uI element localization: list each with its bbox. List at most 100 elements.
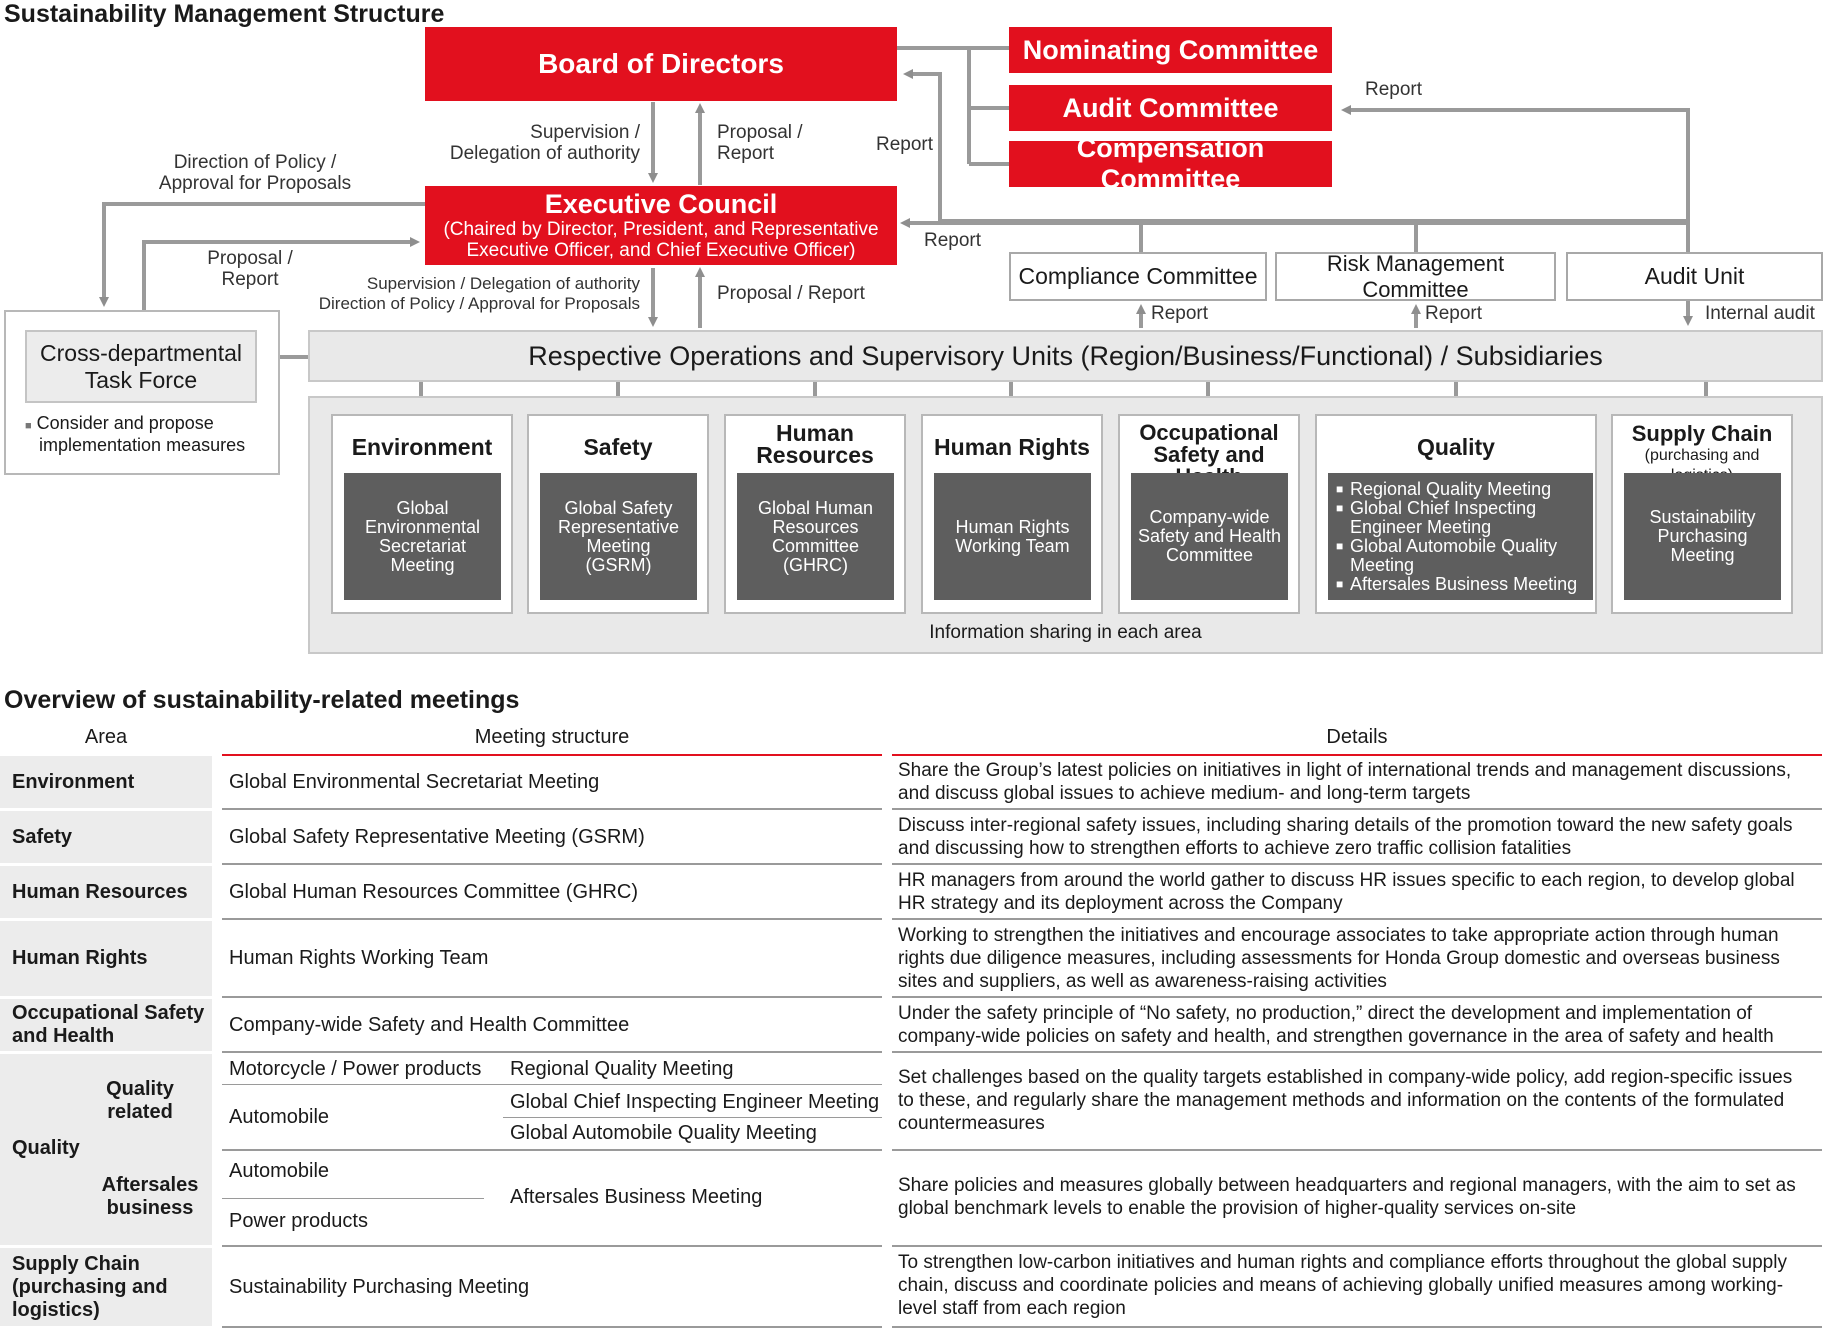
meeting-gaqm: Global Automobile Quality Meeting [510, 1121, 817, 1144]
area-cell-rights: Human Rights [0, 921, 212, 996]
meeting-line: Meeting [390, 554, 455, 575]
row-rule [222, 1051, 882, 1053]
risk-management-committee: Risk Management Committee [1275, 251, 1556, 302]
area-cell-osh: Occupational Safety and Health [0, 999, 212, 1051]
label-supervision-1b: Delegation of authority [449, 143, 640, 164]
details-quality-related: Set challenges based on the quality targ… [898, 1066, 1823, 1135]
row-rule [222, 1326, 882, 1328]
area-cell-supply: Supply Chain (purchasing and logistics) [0, 1248, 212, 1326]
details-line: to these, and regularly share the manage… [898, 1090, 1785, 1111]
quality-related-label: Quality related [80, 1078, 200, 1124]
meeting-gcie: Global Chief Inspecting Engineer Meeting [510, 1090, 880, 1113]
meeting-hr: Global Human Resources Committee (GHRC) [229, 880, 639, 903]
task-force-name1: Cross-departmental [40, 339, 242, 366]
label-proposal-2a: Proposal / [207, 248, 293, 269]
nominating-committee: Nominating Committee [1009, 27, 1332, 73]
row-rule [222, 1084, 882, 1085]
label-report-committees: Report [1365, 79, 1423, 100]
header-rule [892, 754, 1822, 756]
area-meeting-box: Global Human Resources Committee (GHRC) [737, 473, 894, 600]
details-supply: To strengthen low-carbon initiatives and… [898, 1251, 1823, 1320]
label-proposal-2: Proposal / Report [190, 248, 310, 290]
label-supervision-2: Supervision / Delegation of authority Di… [290, 274, 640, 314]
details-aftersales: Share policies and measures globally bet… [898, 1174, 1823, 1220]
area-title-line2: Resources [756, 442, 874, 468]
board-of-directors: Board of Directors [425, 27, 897, 101]
area-human-rights: Human Rights Human Rights Working Team [921, 414, 1103, 614]
meeting-line: Meeting [1670, 545, 1735, 565]
row-rule [222, 863, 882, 865]
area-title-line1: Human [776, 420, 854, 446]
area-cell-supply-line3: logistics) [12, 1298, 100, 1321]
aftersales-label: Aftersales business [90, 1174, 210, 1220]
meeting-line: Meeting [586, 535, 651, 556]
area-title: Human Resources [726, 420, 904, 468]
details-line: To strengthen low-carbon initiatives and… [898, 1252, 1787, 1273]
label-proposal-1a: Proposal / [717, 122, 803, 143]
area-meeting-box: Human Rights Working Team [934, 473, 1091, 600]
area-cell-environment: Environment [0, 756, 212, 808]
row-rule [222, 808, 882, 810]
bullet-icon: ■ [25, 420, 32, 432]
quality-item-cont: Meeting [1350, 554, 1415, 575]
details-line: Under the safety principle of “No safety… [898, 1003, 1753, 1024]
details-hr: HR managers from around the world gather… [898, 869, 1823, 915]
label-supervision-1a: Supervision / [530, 122, 640, 143]
meeting-auto1: Automobile [229, 1105, 330, 1128]
meeting-osh: Company-wide Safety and Health Committee [229, 1013, 630, 1036]
details-line: sites and suppliers, as well as awarenes… [898, 971, 1387, 992]
meeting-line: Global [396, 497, 449, 518]
diagram-title: Sustainability Management Structure [4, 0, 445, 28]
area-title-line1: Supply Chain [1631, 421, 1773, 446]
details-line: global benchmark levels to enable the pr… [898, 1198, 1577, 1219]
meeting-aftersales: Aftersales Business Meeting [510, 1185, 763, 1208]
area-safety: Safety Global Safety Representative Meet… [527, 414, 709, 614]
row-rule [892, 863, 1822, 865]
row-rule [222, 1245, 882, 1247]
details-env: Share the Group’s latest policies on ini… [898, 759, 1823, 805]
area-title: Safety [583, 434, 653, 460]
meeting-moto: Motorcycle / Power products [229, 1057, 482, 1080]
table-title: Overview of sustainability-related meeti… [4, 686, 520, 714]
area-cell-osh-line2: and Health [12, 1025, 115, 1047]
details-line: Working to strengthen the initiatives an… [898, 925, 1779, 946]
meeting-line: Secretariat [378, 535, 467, 556]
area-cell-gap [0, 808, 212, 811]
label-proposal-3: Proposal / Report [717, 283, 865, 304]
details-line: HR strategy and its deployment across th… [898, 893, 1343, 914]
area-title-line1: Occupational [1139, 420, 1279, 445]
details-line: Discuss inter-regional safety issues, in… [898, 815, 1793, 836]
meeting-rights: Human Rights Working Team [229, 947, 489, 969]
meeting-line: Safety and Health [1137, 526, 1282, 546]
task-force-note: ■ Consider and propose implementation me… [25, 414, 275, 455]
area-meeting-box: Sustainability Purchasing Meeting [1624, 473, 1781, 600]
executive-council-sub1: (Chaired by Director, President, and Rep… [443, 219, 879, 240]
area-human-resources: Human Resources Global Human Resources C… [724, 414, 906, 614]
quality-item: Aftersales Business Meeting [1336, 574, 1577, 594]
details-line: Share policies and measures globally bet… [898, 1175, 1796, 1196]
meeting-line: Company-wide [1149, 507, 1270, 527]
details-line: company-wide policies on safety and heal… [898, 1026, 1774, 1047]
row-rule [503, 1117, 882, 1118]
area-occupational-safety: Occupational Safety and Health Company-w… [1118, 414, 1300, 614]
area-title: Quality [1417, 434, 1495, 460]
label-direction: Direction of Policy / Approval for Propo… [140, 152, 370, 194]
details-line: HR managers from around the world gather… [898, 870, 1795, 891]
audit-unit: Audit Unit [1566, 252, 1823, 301]
row-rule [892, 1149, 1822, 1151]
quality-item: Regional Quality Meeting [1336, 479, 1577, 499]
details-rights: Working to strengthen the initiatives an… [898, 924, 1823, 993]
area-cell-hr: Human Resources [0, 866, 212, 918]
meeting-line: Working Team [955, 535, 1070, 556]
quality-item-cont: Engineer Meeting [1350, 516, 1492, 537]
meeting-auto2: Automobile [229, 1159, 330, 1182]
executive-council-name: Executive Council [544, 189, 778, 219]
label-report-exec: Report [924, 230, 982, 251]
executive-council: Executive Council (Chaired by Director, … [425, 186, 897, 265]
meeting-line: Human Rights [955, 516, 1070, 537]
area-title: Environment [351, 434, 493, 460]
task-force-note1: Consider and propose [36, 413, 214, 433]
area-title: Human Rights [934, 434, 1090, 460]
row-rule [222, 996, 882, 998]
row-rule [892, 1326, 1822, 1328]
